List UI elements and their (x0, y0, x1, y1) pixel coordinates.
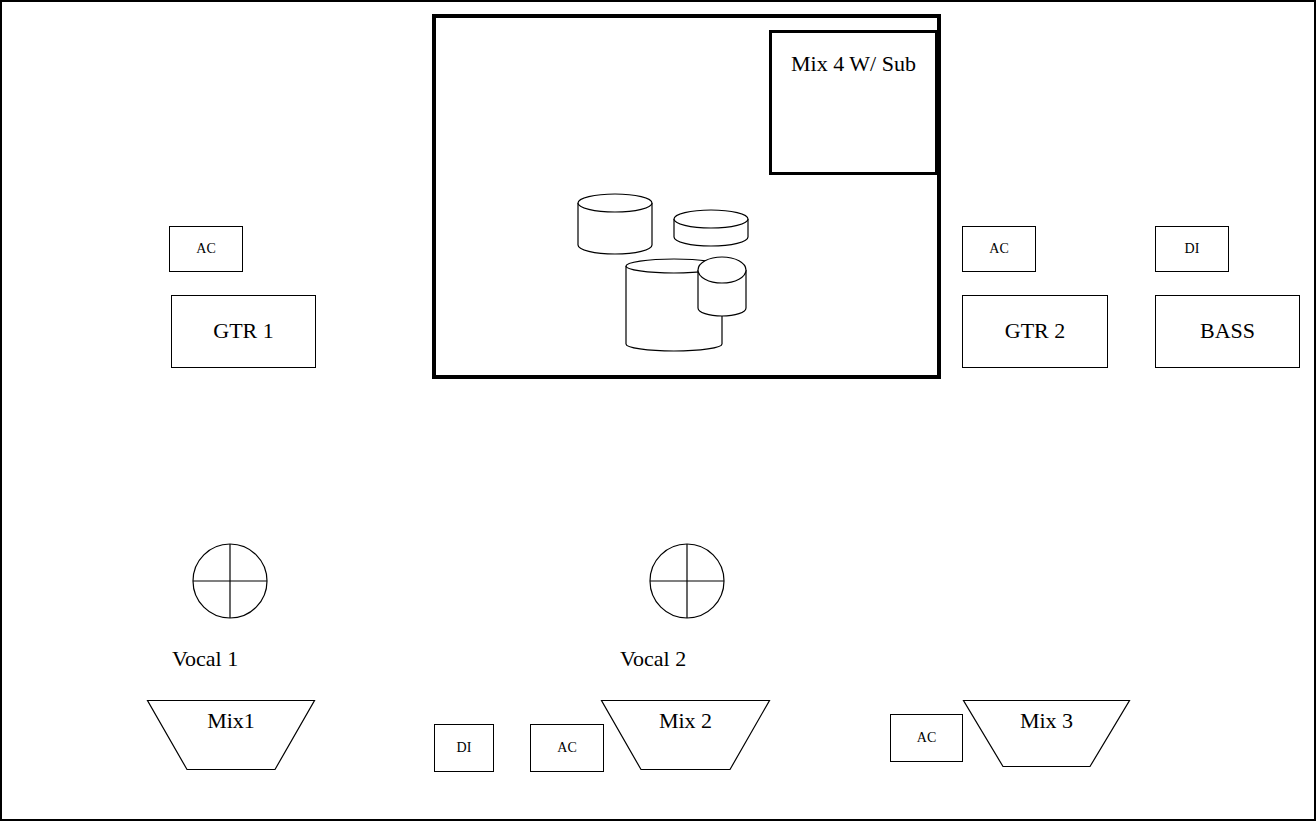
mic-label: Vocal 2 (620, 646, 686, 672)
node-text: Mix 3 (1020, 704, 1073, 738)
node-text: GTR 1 (213, 314, 274, 348)
power-box: AC (530, 724, 604, 772)
amp-box: GTR 1 (171, 295, 316, 368)
drum-kit (578, 194, 748, 351)
node-text: Mix1 (207, 704, 255, 738)
node-text: GTR 2 (1005, 314, 1066, 348)
node-text: AC (196, 238, 215, 260)
mic-label: Vocal 1 (172, 646, 238, 672)
amp-box: GTR 2 (962, 295, 1108, 368)
amp-box: BASS (1155, 295, 1300, 368)
vocal-mic-symbol (650, 544, 724, 618)
monitor-wedge: Mix 2 (601, 700, 770, 770)
drum-riser (434, 16, 939, 377)
node-text: Mix 4 W/ Sub (773, 47, 934, 81)
power-box: AC (890, 714, 963, 762)
power-box: AC (962, 226, 1036, 272)
monitor-wedge: Mix 3 (963, 700, 1130, 767)
node-text: DI (457, 737, 472, 759)
node-text: BASS (1200, 314, 1255, 348)
monitor-wedge: Mix1 (147, 700, 315, 770)
node-text: DI (1185, 238, 1200, 260)
node-text: Mix 2 (659, 704, 712, 738)
di-box: DI (1155, 226, 1229, 272)
monitor-box: Mix 4 W/ Sub (769, 30, 938, 175)
power-box: AC (169, 226, 243, 272)
di-box: DI (434, 724, 494, 772)
node-text: AC (557, 737, 576, 759)
node-text: AC (917, 727, 936, 749)
vocal-mic-symbol (193, 544, 267, 618)
node-text: AC (989, 238, 1008, 260)
